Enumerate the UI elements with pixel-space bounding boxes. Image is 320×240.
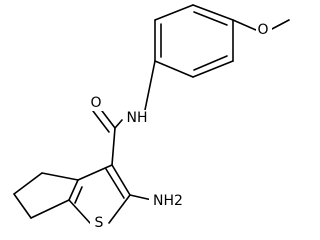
thiophene-c3-c3a bbox=[77, 164, 113, 181]
sulfur-bg bbox=[90, 215, 108, 231]
methoxy-oxygen-bg bbox=[256, 22, 272, 38]
benzene-bond-2-inner bbox=[193, 11, 228, 26]
nh-carbonyl-bond bbox=[114, 119, 123, 129]
bond-group bbox=[13, 4, 290, 224]
thiophene-s-c6a bbox=[68, 199, 91, 224]
methoxy-oxygen-label: O bbox=[257, 22, 268, 38]
amino-group-bg bbox=[149, 192, 187, 210]
methoxy-bond-methyl bbox=[269, 19, 290, 31]
amide-nh-bg bbox=[123, 110, 151, 126]
thiophene-c6a-c3a-inner bbox=[74, 186, 83, 204]
methoxy-bond-ring bbox=[232, 19, 257, 31]
carbonyl-double-bond-b bbox=[92, 110, 110, 133]
molecule-svg: O NH O S NH2 bbox=[13, 4, 290, 231]
thiophene-sulfur-label: S bbox=[95, 215, 104, 231]
amide-nh-label: NH bbox=[127, 110, 148, 126]
cyclopentane-bond-3 bbox=[13, 193, 32, 219]
thiophene-c6a-c3a bbox=[68, 179, 79, 201]
chemical-structure-diagram: O NH O S NH2 bbox=[13, 4, 290, 231]
benzene-bond-5 bbox=[154, 60, 194, 78]
cyclopentane-bond-1 bbox=[41, 172, 79, 181]
carbonyl-c3-bond bbox=[111, 127, 116, 166]
carbonyl-oxygen-bg bbox=[88, 95, 104, 111]
thiophene-c2-s bbox=[108, 194, 131, 224]
c2-amino-bond bbox=[129, 194, 153, 201]
aryl-nh-bond bbox=[144, 60, 156, 111]
benzene-bond-1 bbox=[154, 4, 194, 21]
carbonyl-oxygen-label: O bbox=[90, 95, 101, 111]
atom-label-group: O NH O S NH2 bbox=[88, 22, 272, 231]
amino-group-label: NH2 bbox=[153, 193, 183, 209]
cyclopentane-bond-2 bbox=[13, 172, 43, 195]
thiophene-c3-c2-inner bbox=[105, 168, 125, 199]
benzene-bond-4-inner bbox=[193, 55, 228, 71]
benzene-bond-2 bbox=[192, 4, 234, 21]
cyclopentane-bond-4 bbox=[30, 199, 70, 219]
benzene-bond-4 bbox=[192, 60, 234, 78]
thiophene-c3-c2 bbox=[111, 164, 131, 196]
